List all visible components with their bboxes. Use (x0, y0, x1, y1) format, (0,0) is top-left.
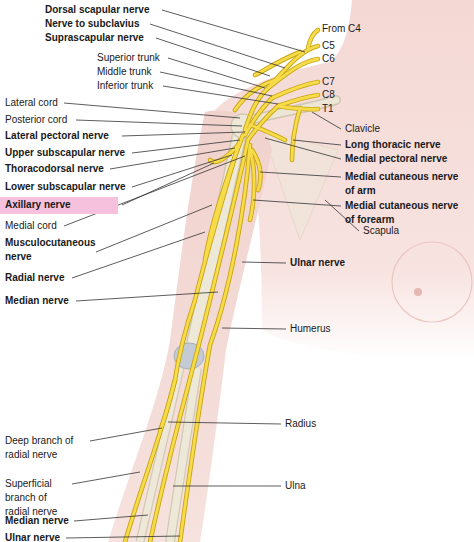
anatomy-label: T1 (322, 102, 334, 116)
anatomy-label: Deep branch of radial nerve (5, 434, 89, 462)
anatomy-label: Lower subscapular nerve (5, 180, 126, 194)
anatomy-label: Lateral cord (5, 96, 58, 110)
anatomy-label: Suprascapular nerve (45, 31, 144, 45)
anatomy-label: Upper subscapular nerve (5, 146, 125, 160)
anatomy-label: Posterior cord (5, 113, 67, 127)
anatomy-label: Ulnar nerve (290, 256, 345, 270)
anatomy-label: C7 (322, 75, 335, 89)
anatomy-label: Medial pectoral nerve (345, 152, 447, 166)
highlight-box: Axillary nerve (0, 197, 118, 214)
anatomy-label: Long thoracic nerve (345, 138, 441, 152)
anatomy-label: C8 (322, 88, 335, 102)
anatomy-label: Clavicle (345, 122, 380, 136)
anatomy-label: Dorsal scapular nerve (45, 3, 150, 17)
anatomy-label: Ulna (285, 479, 306, 493)
anatomy-label: Scapula (363, 224, 399, 238)
anatomy-label: Superior trunk (97, 51, 160, 65)
anatomy-label: C5 (322, 39, 335, 53)
anatomy-label: Radius (285, 417, 316, 431)
anatomy-label: Medial cutaneous nerve of forearm (345, 199, 470, 227)
anatomy-label: Median nerve (5, 514, 69, 528)
anatomy-label: C6 (322, 52, 335, 66)
anatomy-label: Superficial branch of radial nerve (5, 477, 69, 519)
anatomy-label: Radial nerve (5, 271, 64, 285)
anatomy-label: Median nerve (5, 294, 69, 308)
anatomy-label: Medial cutaneous nerve of arm (345, 170, 467, 198)
anatomy-label: Lateral pectoral nerve (5, 129, 109, 143)
highlighted-label: Axillary nerve (0, 198, 118, 212)
anatomy-label: Thoracodorsal nerve (5, 162, 104, 176)
anatomy-label: Middle trunk (97, 65, 151, 79)
anatomy-label: Humerus (290, 322, 331, 336)
anatomy-label: Nerve to subclavius (45, 17, 139, 31)
anatomy-label: Musculocutaneous nerve (5, 236, 95, 264)
anatomy-label: Inferior trunk (97, 79, 153, 93)
anatomy-label: Medial cord (5, 219, 57, 233)
anatomy-label: Ulnar nerve (5, 531, 60, 542)
anatomy-label: From C4 (322, 22, 361, 36)
